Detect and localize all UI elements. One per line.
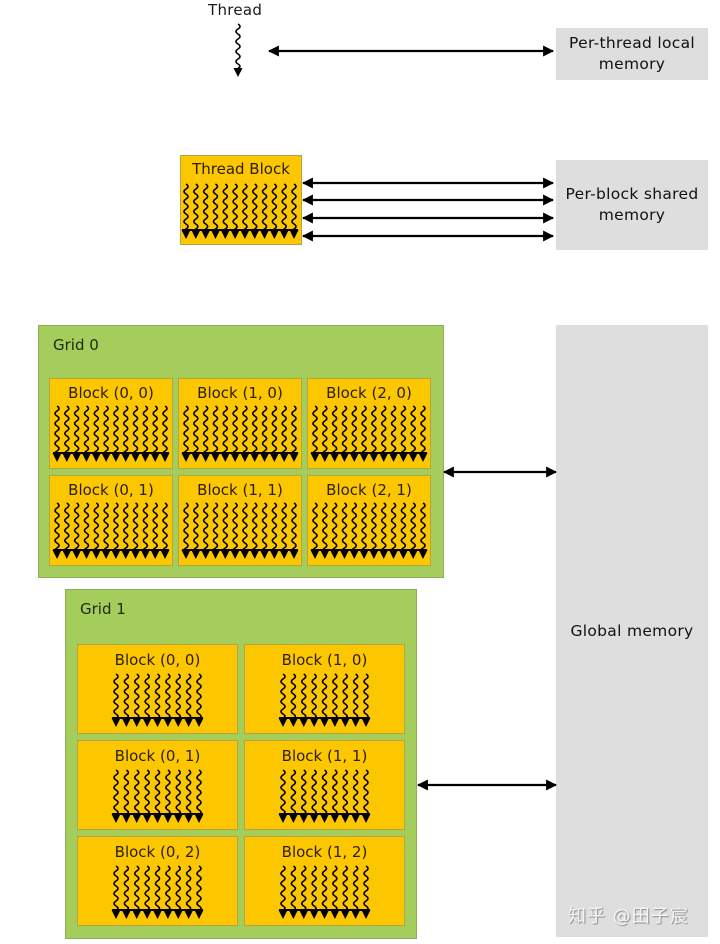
block-label: Block (0, 1): [68, 481, 154, 499]
global-memory-label: Global memory: [570, 621, 694, 640]
grid-1-block: Block (0, 0): [77, 644, 238, 734]
block-label: Block (1, 1): [281, 747, 368, 765]
local-memory-line2: memory: [598, 55, 666, 73]
grid-0-block: Block (1, 1): [178, 475, 302, 566]
single-thread-squiggle: [235, 23, 241, 69]
grid-1-block: Block (0, 1): [77, 740, 238, 830]
grid-1-label: Grid 1: [80, 600, 126, 618]
shared-memory-line1: Per-block shared: [565, 185, 699, 203]
local-memory-line1: Per-thread local: [569, 34, 695, 52]
grid-0-block: Block (0, 1): [49, 475, 173, 566]
thread-arrowhead-icon: [233, 68, 243, 77]
global-memory: Global memory: [556, 325, 708, 937]
per-thread-local-memory: Per-thread local memory: [556, 28, 708, 80]
block-label: Block (2, 1): [326, 481, 412, 499]
block-label: Block (0, 1): [114, 747, 201, 765]
grid-0-block: Block (2, 0): [307, 378, 431, 469]
block-label: Block (1, 0): [197, 384, 283, 402]
grid-0-label: Grid 0: [53, 336, 99, 354]
per-block-shared-memory: Per-block shared memory: [556, 160, 708, 250]
grid-1-block: Block (1, 2): [244, 836, 405, 926]
grid-0-block: Block (0, 0): [49, 378, 173, 469]
shared-memory-line2: memory: [598, 206, 666, 224]
grid-0-block: Block (1, 0): [178, 378, 302, 469]
block-label: Block (2, 0): [326, 384, 412, 402]
grid-1-block: Block (0, 2): [77, 836, 238, 926]
block-label: Block (0, 2): [114, 843, 201, 861]
thread-label: Thread: [208, 1, 263, 19]
block-label: Block (0, 0): [68, 384, 154, 402]
watermark: 知乎 @田子宸: [568, 906, 689, 927]
thread-block-label: Thread Block: [192, 160, 290, 178]
block-label: Block (1, 1): [197, 481, 283, 499]
grid-0-block: Block (2, 1): [307, 475, 431, 566]
block-label: Block (1, 2): [281, 843, 368, 861]
grid-1-block: Block (1, 1): [244, 740, 405, 830]
grid-1-block: Block (1, 0): [244, 644, 405, 734]
block-label: Block (0, 0): [114, 651, 201, 669]
thread-block: Thread Block: [180, 155, 302, 245]
block-label: Block (1, 0): [281, 651, 368, 669]
